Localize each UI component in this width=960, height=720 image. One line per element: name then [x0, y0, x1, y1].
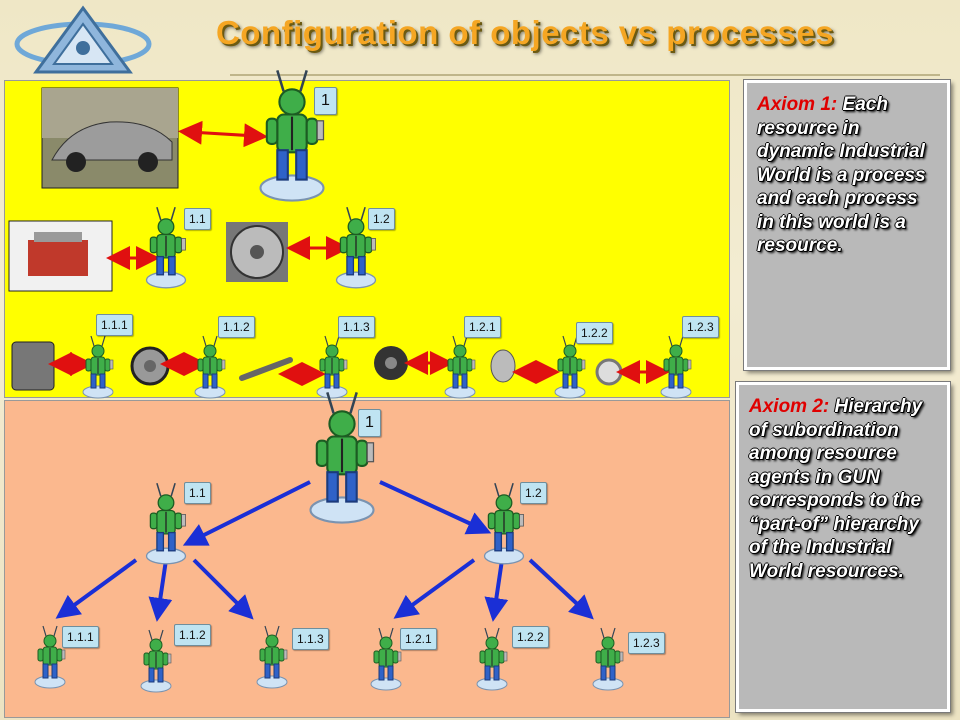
flywheel-icon: [130, 346, 170, 386]
edge-1.1-to-1.1.1: [55, 558, 138, 619]
label-1.2: 1.2: [520, 482, 547, 504]
agent-figure: [370, 627, 402, 691]
label-1.2.3: 1.2.3: [628, 632, 665, 654]
label-1: 1: [314, 87, 337, 115]
edge-1.2-to-1.2.2: [484, 559, 509, 622]
label-1.1.1: 1.1.1: [96, 314, 133, 336]
label-1.1.2: 1.1.2: [218, 316, 255, 338]
label-1.1.3: 1.1.3: [338, 316, 375, 338]
agent-figure: [554, 335, 586, 399]
agent-figure: [145, 206, 187, 289]
red-arrows: [48, 120, 670, 386]
label-1.2.2: 1.2.2: [576, 322, 613, 344]
agent-figure: [256, 625, 288, 689]
label-1.1.3: 1.1.3: [292, 628, 329, 650]
axiom-1-heading: Axiom 1:: [757, 94, 838, 115]
agent-figure: [660, 335, 692, 399]
axiom-2-text: Hierarchy of subordination among resourc…: [749, 396, 923, 582]
label-1.2: 1.2: [368, 208, 395, 230]
blue-arrows: [55, 480, 594, 622]
edge-1.2-to-1.2.1: [393, 558, 476, 619]
car-agent-link: [178, 120, 268, 148]
axiom-2-heading: Axiom 2:: [749, 396, 830, 417]
edge-1.1-to-1.1.3: [192, 558, 254, 620]
axiom-1-text: Each resource in dynamic Industrial Worl…: [757, 94, 926, 256]
agent-figure: [483, 482, 525, 565]
agent-figure: [145, 482, 187, 565]
edge-1.2-to-1.2.3: [528, 558, 594, 620]
engine-block-icon: [11, 341, 55, 391]
car-image: [41, 87, 179, 189]
label-1.1: 1.1: [184, 208, 211, 230]
agent-figure: [444, 335, 476, 399]
bearing-icon: [595, 358, 623, 386]
edge-1.1-to-1.1.2: [148, 559, 173, 622]
agent-figure: [194, 335, 226, 399]
company-logo: [14, 5, 152, 74]
axiom-2-box: Axiom 2: Hierarchy of subordination amon…: [735, 381, 951, 713]
agent-figure: [140, 629, 172, 693]
wheel-hub-icon: [490, 349, 516, 383]
label-1.2.1: 1.2.1: [464, 316, 501, 338]
agent-figure: [316, 335, 348, 399]
title-divider: [230, 74, 940, 76]
label-1.1.2: 1.1.2: [174, 624, 211, 646]
agent-figure: [476, 627, 508, 691]
axiom-1-box: Axiom 1: Each resource in dynamic Indust…: [743, 79, 951, 371]
agent-figure: [82, 335, 114, 399]
label-1.2.3: 1.2.3: [682, 316, 719, 338]
camshaft-icon: [239, 357, 293, 381]
label-1.1.1: 1.1.1: [62, 626, 99, 648]
engine-image: [8, 220, 113, 292]
steel-rim-icon: [374, 346, 408, 380]
label-1.2.1: 1.2.1: [400, 628, 437, 650]
agent-figure: [34, 625, 66, 689]
slide-title: Configuration of objects vs processes: [215, 14, 835, 51]
edge-1-to-1.2: [379, 480, 492, 535]
edge-1-to-1.1: [182, 480, 311, 546]
agent-figure: [592, 627, 624, 691]
label-1.1: 1.1: [184, 482, 211, 504]
label-1: 1: [358, 409, 381, 437]
wheel-rim-image: [226, 222, 288, 282]
label-1.2.2: 1.2.2: [512, 626, 549, 648]
